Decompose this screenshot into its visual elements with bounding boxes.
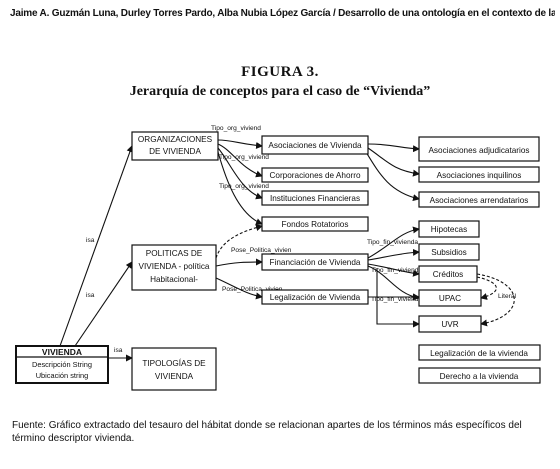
tipo-org-label-3: Tipo_org_viviend (219, 183, 269, 190)
tipo-fin-label-2: Tipo_fin_vivienda (371, 267, 422, 274)
edge-fin-hipotecas (367, 226, 420, 259)
tipo-fin-label-3: Tipo_fin_vivienda (371, 296, 422, 303)
edge-org-asociaciones (217, 139, 263, 149)
corporaciones-label: Corporaciones de Ahorro (269, 171, 360, 180)
pose-politica-label-2: Pose_Politica_vivien (222, 286, 283, 293)
org-edges (217, 139, 263, 225)
politicas-line-1: POLITICAS DE (146, 249, 203, 258)
isa-label-3: isa (114, 347, 123, 354)
financiacion-label: Financiación de Vivienda (270, 258, 361, 267)
edge-pol-fondos (215, 224, 263, 259)
vivienda-attr-ubicacion: Ubicación string (36, 371, 89, 380)
node-fondos: Fondos Rotatorios (261, 216, 369, 232)
edge-fin-subsidios (367, 248, 420, 261)
node-politicas: POLITICAS DE VIVIENDA - política Habitac… (131, 244, 217, 291)
upac-label: UPAC (439, 294, 461, 303)
edge-creditos-upac (476, 276, 497, 300)
politicas-line-3: Habitacional- (150, 275, 198, 284)
tipo-org-label-1: Tipo_org_viviend (211, 125, 261, 132)
organizaciones-line-2: DE VIVIENDA (149, 147, 201, 156)
node-legalizacion-vivienda: Legalización de la vivienda (418, 344, 541, 361)
edge-org-corporaciones (217, 143, 263, 178)
subsidios-label: Subsidios (431, 248, 467, 257)
node-vivienda: VIVIENDA Descripción String Ubicación st… (15, 345, 109, 384)
legalizacion-vivienda-label: Legalización de la vivienda (430, 349, 528, 358)
figure-source-note: Fuente: Gráfico extractado del tesauro d… (12, 420, 522, 444)
edge-creditos-uvr (476, 273, 515, 327)
politica-edges (215, 224, 263, 300)
edge-fin-uvr (376, 268, 420, 328)
node-subsidios: Subsidios (418, 243, 480, 261)
uvr-label: UVR (441, 320, 458, 329)
tipo-fin-label-1: Tipo_fin_vivienda (367, 239, 418, 246)
node-arrendatarios: Asociaciones arrendatarios (418, 191, 540, 208)
node-instituciones: Instituciones Financieras (261, 190, 369, 206)
tipo-org-label-2: Tipo_org_viviend (219, 154, 269, 161)
isa-label-2: isa (86, 292, 95, 299)
literal-edges (476, 273, 515, 327)
organizaciones-line-1: ORGANIZACIONES (138, 135, 213, 144)
isa-label-1: isa (86, 237, 95, 244)
politicas-line-2: VIVIENDA - política (139, 262, 210, 271)
instituciones-label: Instituciones Financieras (270, 194, 360, 203)
node-upac: UPAC (418, 289, 482, 307)
edge-asoc-inquilinos (367, 147, 420, 177)
node-corporaciones: Corporaciones de Ahorro (261, 167, 369, 183)
edge-pol-financiacion (215, 258, 263, 267)
edge-asoc-arrendatarios (365, 151, 420, 201)
asociaciones-vivienda-label: Asociaciones de Vivienda (268, 141, 362, 150)
fondos-label: Fondos Rotatorios (282, 220, 349, 229)
edge-fin-creditos (367, 263, 420, 277)
node-financiacion: Financiación de Vivienda (261, 253, 369, 271)
edge-pol-legalizacion (215, 277, 263, 300)
vivienda-title: VIVIENDA (42, 347, 82, 357)
edge-org-fondos (217, 151, 263, 225)
vivienda-attr-descripcion: Descripción String (32, 360, 92, 369)
node-creditos: Créditos (418, 265, 478, 283)
edge-isa-organizaciones (59, 145, 134, 347)
creditos-label: Créditos (433, 270, 464, 279)
inquilinos-label: Asociaciones inquilinos (437, 171, 522, 180)
hipotecas-label: Hipotecas (431, 225, 467, 234)
node-tipologias: TIPOLOGÍAS DE VIVIENDA (131, 347, 217, 391)
figure-caption: Jerarquía de conceptos para el caso de “… (129, 84, 431, 99)
node-legalizacion: Legalización de Vivienda (261, 289, 369, 305)
legalizacion-label: Legalización de Vivienda (270, 293, 361, 302)
isa-edges (59, 145, 134, 362)
edge-org-instituciones (217, 147, 263, 200)
edge-asoc-adjudicatarios (367, 143, 420, 153)
arrendatarios-label: Asociaciones arrendatarios (430, 196, 529, 205)
node-hipotecas: Hipotecas (418, 220, 480, 238)
node-adjudicatarios: Asociaciones adjudicatarios (418, 136, 540, 162)
node-organizaciones: ORGANIZACIONES DE VIVIENDA (131, 131, 219, 161)
node-uvr: UVR (418, 315, 482, 333)
node-derecho: Derecho a la vivienda (418, 367, 541, 384)
derecho-label: Derecho a la vivienda (440, 372, 519, 381)
running-header: Jaime A. Guzmán Luna, Durley Torres Pard… (10, 8, 555, 19)
edge-isa-politicas (74, 261, 133, 347)
tipologias-line-2: VIVIENDA (155, 372, 194, 381)
adjudicatarios-label: Asociaciones adjudicatarios (428, 146, 529, 155)
node-inquilinos: Asociaciones inquilinos (418, 166, 540, 183)
figure-label: FIGURA 3. (241, 64, 319, 80)
literal-label: Literal (498, 293, 516, 300)
fin-edges (367, 226, 420, 328)
tipologias-line-1: TIPOLOGÍAS DE (142, 358, 206, 368)
node-asociaciones-vivienda: Asociaciones de Vivienda (261, 135, 369, 155)
asoc-edges (365, 143, 420, 201)
pose-politica-label-1: Pose_Politica_vivien (231, 247, 292, 254)
